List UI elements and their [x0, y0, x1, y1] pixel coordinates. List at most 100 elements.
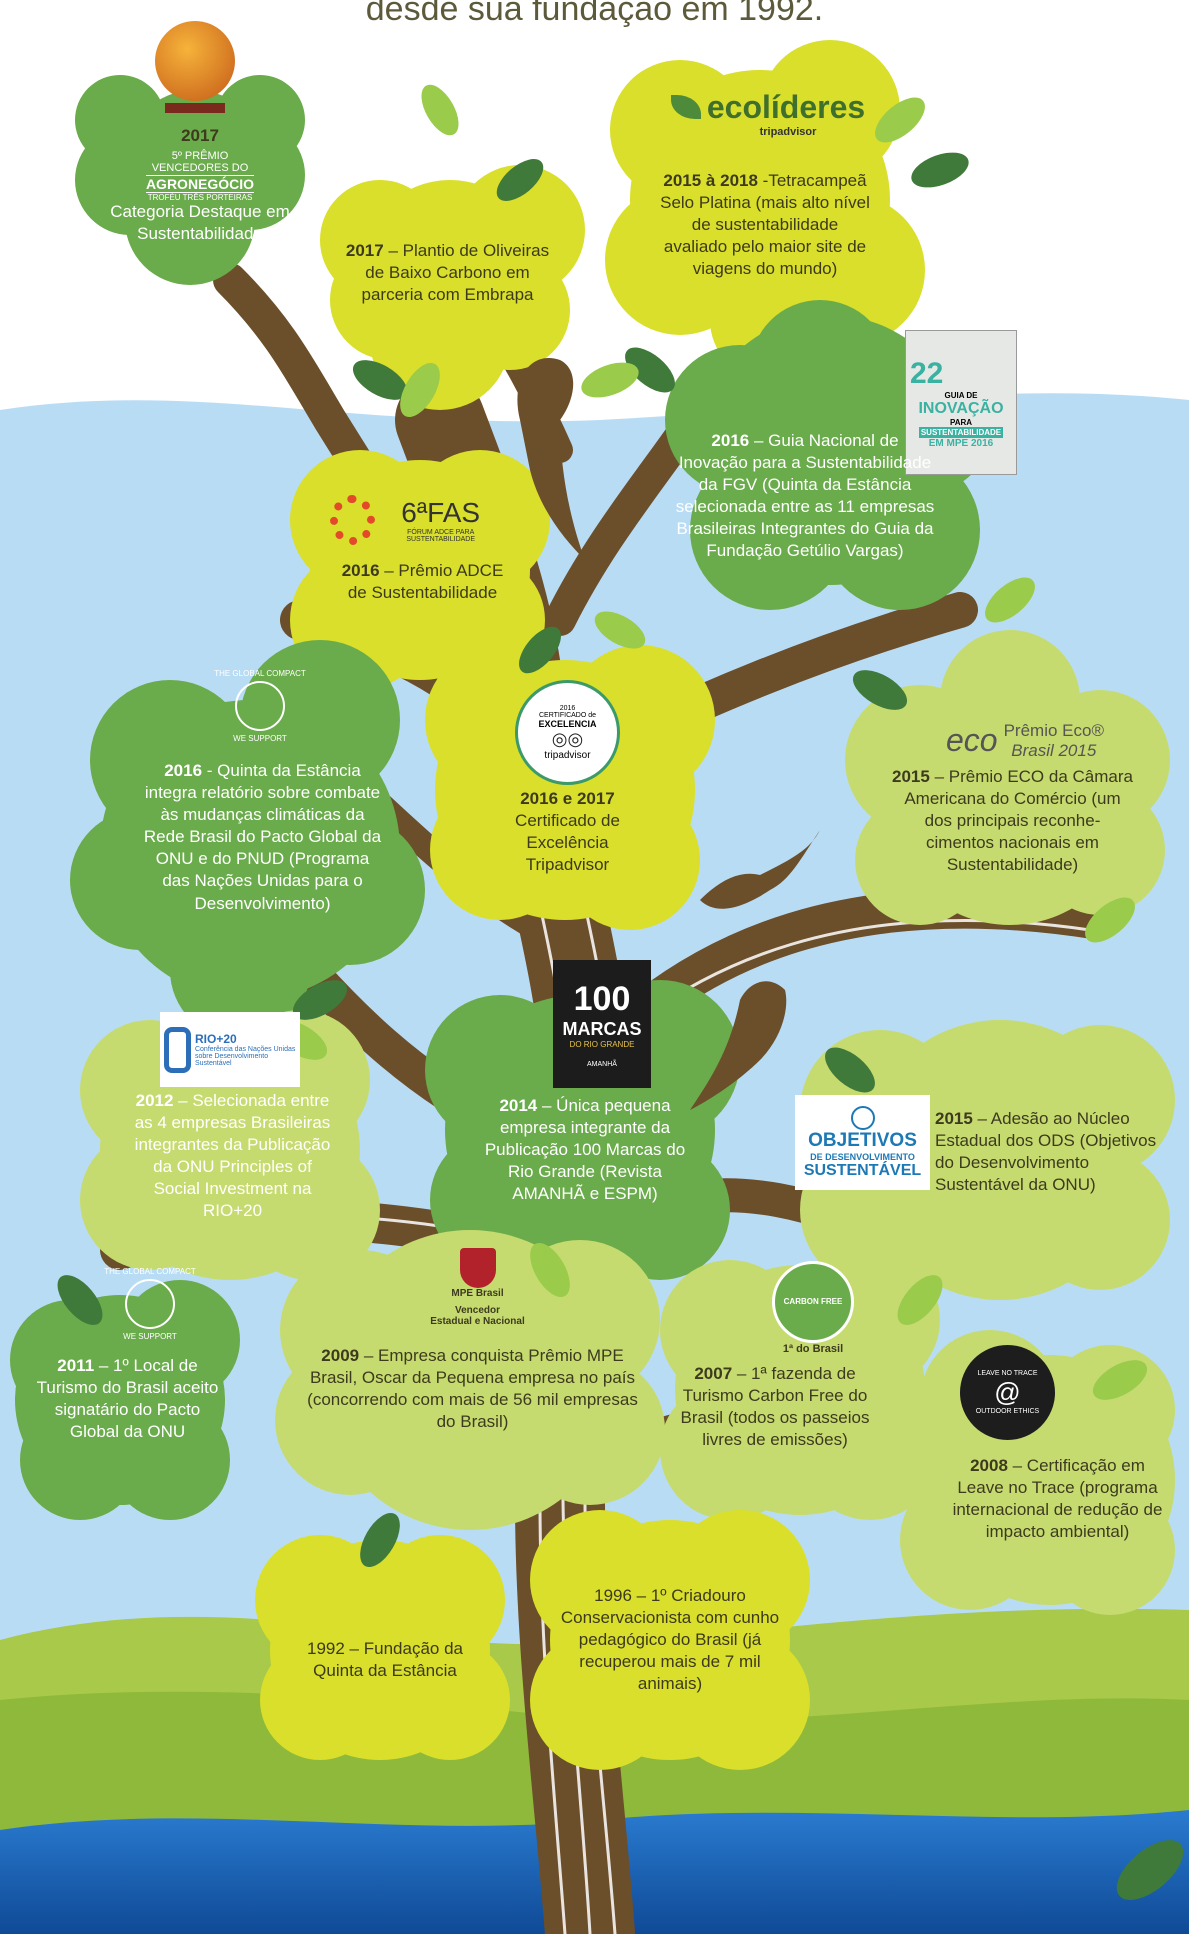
oliveiras-text: – Plantio de Oliveiras de Baixo Carbono … [361, 241, 550, 305]
ods-l3: SUSTENTÁVEL [803, 1161, 922, 1179]
marcas-number: 100 [573, 980, 631, 1018]
ods-bubble: 2015 – Adesão ao Núcleo Estadual dos ODS… [935, 1108, 1170, 1208]
pacto2011-year: 2011 [57, 1356, 95, 1375]
agro-year: 2017 [181, 126, 219, 145]
agro-line2: VENCEDORES DO [151, 162, 249, 175]
un-emblem-icon [850, 1105, 875, 1130]
rio20-l2: Conferência das Nações Unidas sobre Dese… [194, 1046, 296, 1067]
global-compact-logo-2: THE GLOBAL COMPACT WE SUPPORT [95, 1258, 205, 1350]
pacto-text: - Quinta da Estância integra relatório s… [143, 761, 382, 913]
lnt-bottom: OUTDOOR ETHICS [975, 1408, 1040, 1415]
guia-t5: EM MPE 2016 [928, 437, 994, 449]
flying-bird [700, 830, 820, 909]
agro-line1: 5º PRÊMIO [171, 149, 229, 162]
leave-no-trace-logo: LEAVE NO TRACE @ OUTDOOR ETHICS [960, 1345, 1055, 1440]
marcas-text: – Única pequena empresa integrante da Pu… [484, 1096, 686, 1204]
page-heading: desde sua fundação em 1992. [365, 0, 824, 28]
mpe-bubble: 2009 – Empresa conquista Prêmio MPE Bras… [300, 1345, 645, 1445]
eco-l1: Prêmio Eco® [1003, 720, 1104, 740]
eco-year: 2015 [892, 767, 930, 786]
rio20-bubble: 2012 – Selecionada entre as 4 empresas B… [130, 1090, 335, 1235]
fundacao-text: 1992 – Fundação da Quinta da Estância [307, 1638, 463, 1680]
ods-text: – Adesão ao Núcleo Estadual dos ODS (Obj… [935, 1109, 1157, 1195]
global1-top: THE GLOBAL COMPACT [214, 669, 306, 678]
carbon-free-seal-icon: CARBON FREE [772, 1260, 854, 1343]
fundacao-bubble: 1992 – Fundação da Quinta da Estância [290, 1630, 480, 1690]
certificado-year: 2016 e 2017 [520, 788, 615, 808]
ecolideres-bubble: 2015 à 2018 -Tetracampeã Selo Platina (m… [660, 170, 870, 315]
oliveiras-year: 2017 [345, 241, 384, 260]
rio20-text: – Selecionada entre as 4 empresas Brasil… [134, 1091, 331, 1221]
owl-icon: ◎◎ [551, 728, 584, 749]
criadouro-bubble: 1996 – 1º Criadouro Conservacionista com… [560, 1575, 780, 1705]
agro-award-label: 5º PRÊMIO VENCEDORES DO AGRONEGÓCIO TROF… [95, 150, 305, 202]
pacto-year: 2016 [164, 761, 203, 780]
marcas-foot: AMANHÃ [587, 1061, 617, 1068]
eco-bubble: 2015 – Prêmio ECO da Câmara Americana do… [890, 766, 1135, 876]
mpe-year: 2009 [321, 1346, 360, 1365]
cockatoo-bird [517, 358, 585, 560]
fas-logo: 6ªFAS FÓRUM ADCE PARA SUSTENTABILIDADE [330, 490, 500, 550]
global1-bottom: WE SUPPORT [233, 734, 287, 743]
eco-l2: Brasil 2015 [1011, 740, 1097, 760]
birds [517, 358, 820, 1110]
fas-bubble: 2016 – Prêmio ADCE de Sustentabilidade [340, 560, 505, 635]
mpe-logo: MPE Brasil Vencedor Estadual e Nacional [425, 1238, 530, 1336]
perched-bird [690, 981, 787, 1110]
un-globe-icon [235, 681, 285, 731]
ods-year: 2015 [935, 1109, 973, 1128]
cert-l4: tripadvisor [544, 749, 591, 761]
mpe-l3: Estadual e Nacional [430, 1315, 525, 1327]
cert-l2: CERTIFICADO de [538, 711, 597, 719]
mpe-l2: Vencedor [454, 1304, 501, 1316]
guia-year: 2016 [711, 431, 750, 450]
rio20-wave-icon [164, 1026, 191, 1073]
agro-line4: TROFÉU TRÊS PORTEIRAS [147, 193, 253, 203]
fas-year: 2016 [341, 561, 380, 580]
ods-logo: OBJETIVOS DE DESENVOLVIMENTO SUSTENTÁVEL [795, 1095, 930, 1190]
ecolideres-text: -Tetracampeã Selo Platina (mais alto nív… [660, 171, 870, 279]
guia-text: – Guia Nacional de Inovação para a Suste… [675, 431, 935, 561]
eco-mark: eco [946, 722, 998, 758]
carbon-year: 2007 [694, 1364, 733, 1383]
cert-l1: 2016 [559, 704, 576, 712]
carbon-l2: 1ª do Brasil [782, 1342, 844, 1355]
premio-eco-logo: eco Prêmio Eco® Brasil 2015 [935, 718, 1115, 763]
certificado-text: Certificado de Excelência Tripadvisor [515, 810, 620, 875]
trophy-icon [155, 21, 235, 101]
global2-bottom: WE SUPPORT [123, 1332, 177, 1341]
certificado-logo: 2016 CERTIFICADO de EXCELENCIA ◎◎ tripad… [515, 680, 620, 785]
mpe-text: – Empresa conquista Prêmio MPE Brasil, O… [307, 1346, 638, 1432]
fas-text: – Prêmio ADCE de Sustentabilidade [347, 561, 504, 603]
rio20-year: 2012 [135, 1091, 174, 1110]
carbon-bubble: 2007 – 1ª fazenda de Turismo Carbon Free… [675, 1363, 875, 1488]
agro-bubble: 2017 Categoria Destaque em Sustentabilid… [95, 125, 305, 245]
guia-t2: INOVAÇÃO [918, 399, 1004, 417]
carbon-free-logo: CARBON FREE 1ª do Brasil [768, 1255, 858, 1360]
guia-t1: GUIA DE [944, 390, 978, 400]
agro-trophy-logo [145, 12, 245, 122]
agro-line3: AGRONEGÓCIO [145, 175, 255, 194]
guia-t4: SUSTENTABILIDADE [918, 426, 1004, 438]
ecolideres-year: 2015 à 2018 [663, 171, 758, 190]
ecolideres-sub: tripadvisor [759, 125, 817, 138]
rio20-l1: RIO+20 [194, 1032, 237, 1046]
lnt-bubble: 2008 – Certificação em Leave no Trace (p… [950, 1455, 1165, 1580]
criadouro-text: 1996 – 1º Criadouro Conservacionista com… [560, 1585, 780, 1694]
leaves [57, 84, 1184, 1900]
certificado-bubble: 2016 e 2017 Certificado de Excelência Tr… [485, 782, 650, 882]
fas-ring-icon [330, 495, 376, 545]
carbon-text: – 1ª fazenda de Turismo Carbon Free do B… [680, 1364, 870, 1450]
guia-t3: PARA [949, 417, 973, 427]
leaf-icon [670, 95, 701, 119]
eco-text: – Prêmio ECO da Câmara Americana do Comé… [904, 767, 1133, 875]
guia-cover-logo: 22 GUIA DE INOVAÇÃO PARA SUSTENTABILIDAD… [905, 330, 1017, 475]
marcas-year: 2014 [499, 1096, 538, 1115]
mpe-crest-icon [459, 1247, 496, 1288]
global2-top: THE GLOBAL COMPACT [104, 1267, 196, 1276]
marcas-word: MARCAS [562, 1019, 642, 1039]
global-compact-logo-1: THE GLOBAL COMPACT WE SUPPORT [205, 660, 315, 752]
marcas-bubble: 2014 – Única pequena empresa integrante … [470, 1095, 700, 1220]
